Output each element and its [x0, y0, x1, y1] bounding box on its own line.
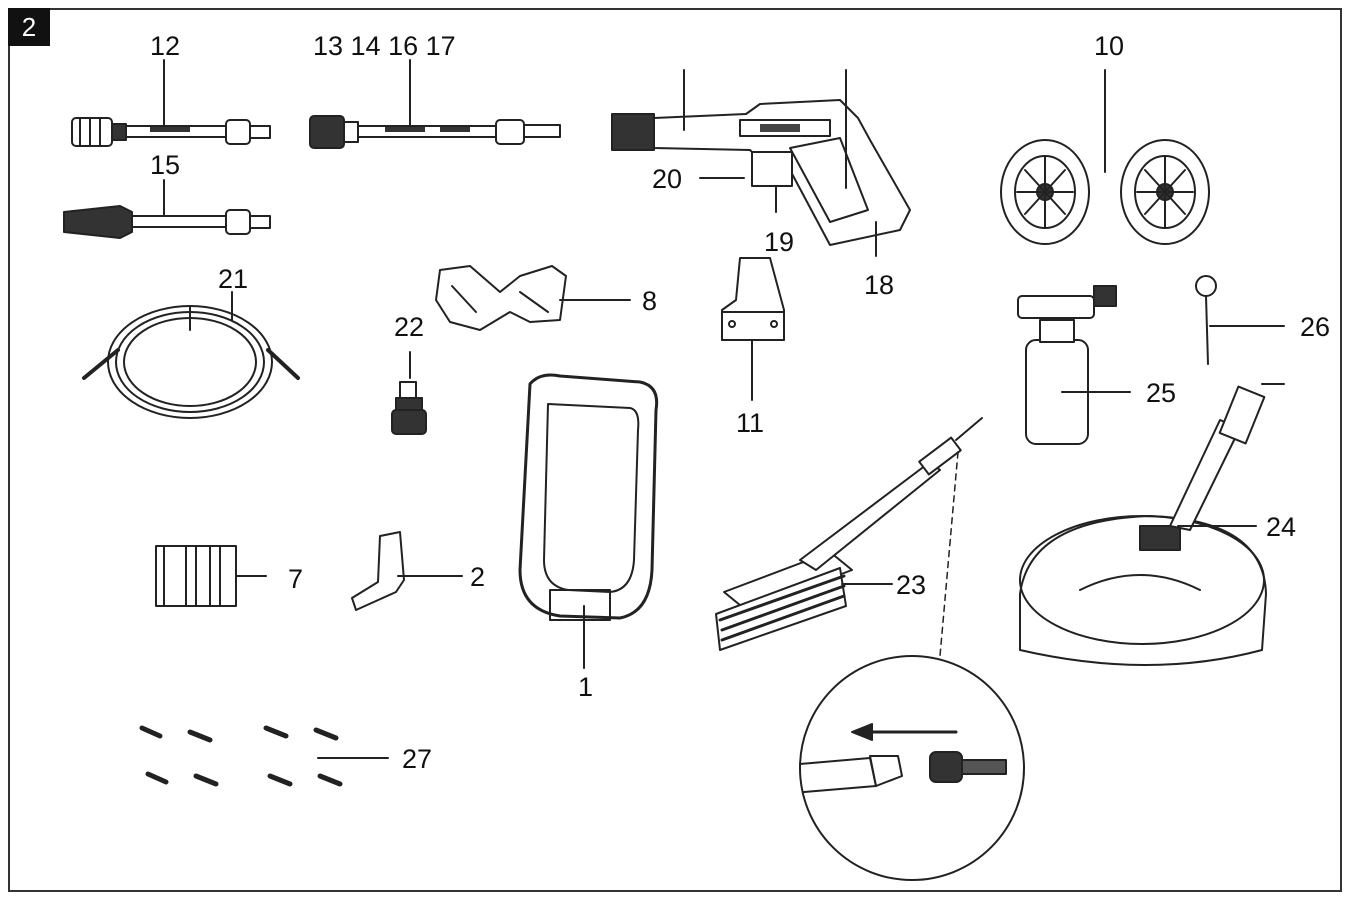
detergent-bottle-icon — [1017, 285, 1131, 445]
label-part-22: 22 — [394, 312, 425, 342]
handle-frame-icon — [518, 373, 659, 669]
hose-hook-icon — [351, 531, 463, 611]
gun-holder-icon — [435, 265, 631, 331]
label-part-19: 19 — [764, 227, 795, 257]
wheel-icon — [1000, 69, 1210, 245]
lance-holder-icon — [721, 257, 785, 401]
label-part-12: 12 — [150, 31, 181, 61]
label-part-26: 26 — [1300, 312, 1331, 342]
label-part-24: 24 — [1266, 512, 1297, 542]
label-part-25: 25 — [1146, 378, 1177, 408]
patio-cleaner-icon — [1019, 383, 1285, 666]
spray-lance-icon — [309, 59, 561, 149]
figure-number-badge: 2 — [8, 8, 50, 46]
cleaning-needle-icon — [1195, 275, 1285, 365]
label-part-11: 11 — [736, 408, 765, 438]
diagram-frame — [8, 8, 1342, 892]
screws-icon — [139, 725, 389, 787]
label-part-15: 15 — [150, 150, 181, 180]
connection-detail-icon — [799, 655, 1025, 881]
spray-gun-icon — [611, 69, 911, 257]
label-part-27: 27 — [402, 744, 433, 774]
label-part-23: 23 — [896, 570, 927, 600]
label-parts-13-14-16-17: 13 14 16 17 — [313, 31, 456, 61]
variable-lance-icon — [71, 59, 271, 147]
nozzle-caps-icon — [155, 545, 267, 607]
label-part-8: 8 — [642, 286, 658, 316]
label-part-10: 10 — [1094, 31, 1125, 61]
brush-icon — [715, 417, 983, 657]
label-part-2: 2 — [470, 562, 486, 592]
label-part-1: 1 — [578, 672, 594, 702]
adapter-icon — [391, 351, 427, 435]
turbo-lance-icon — [63, 179, 271, 239]
label-part-20: 20 — [652, 164, 683, 194]
label-part-21: 21 — [218, 264, 249, 294]
label-part-18: 18 — [864, 270, 895, 300]
hose-icon — [82, 291, 300, 419]
label-part-7: 7 — [288, 564, 304, 594]
